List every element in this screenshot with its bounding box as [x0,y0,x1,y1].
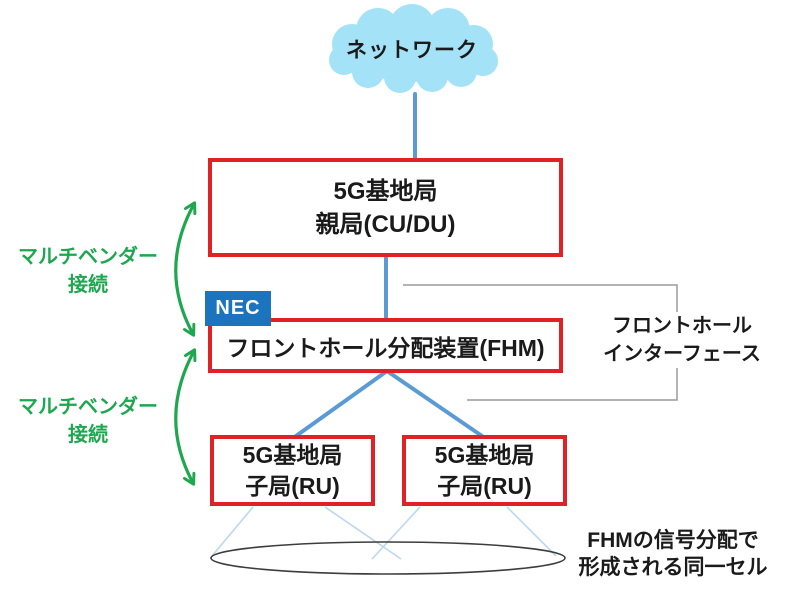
fhm-box: フロントホール分配装置(FHM) [208,318,563,373]
same-cell-line2: 形成される同一セル [578,556,768,579]
ru-left-box: 5G基地局 子局(RU) [210,435,375,506]
beam-right-outer [506,506,557,557]
beam-left-outer [211,506,254,557]
multivendor-arrow-top [174,204,194,334]
beam-right-inner [371,506,421,560]
same-cell-note: FHMの信号分配で 形成される同一セル [560,527,786,581]
cu-du-box: 5G基地局 親局(CU/DU) [208,158,563,257]
multivendor-arrow-bottom [174,351,194,483]
same-cell-line1: FHMの信号分配で [587,529,759,552]
ru-right-box: 5G基地局 子局(RU) [402,435,567,506]
nec-badge: NEC [205,291,271,326]
cu-du-line2: 親局(CU/DU) [315,210,456,238]
multivendor-top-line2: 接続 [68,274,108,296]
network-cloud-label: ネットワーク [346,39,478,62]
multivendor-note-top: マルチベンダー 接続 [5,243,171,299]
multivendor-top-line1: マルチベンダー [18,246,158,268]
ru-left-line2: 子局(RU) [245,472,340,499]
network-cloud-icon [329,4,498,93]
ru-left-line1: 5G基地局 [242,441,343,468]
ru-right-line1: 5G基地局 [434,441,535,468]
multivendor-bottom-line1: マルチベンダー [18,396,158,418]
fhm-label: フロントホール分配装置(FHM) [226,334,545,361]
link-fhm-to-ru-right [385,369,484,438]
same-cell-ellipse [210,541,566,575]
fronthaul-line2: インターフェース [603,343,761,365]
fronthaul-line1: フロントホール [612,315,752,337]
beam-left-inner [324,506,402,560]
ru-right-line2: 子局(RU) [437,472,532,499]
cu-du-line1: 5G基地局 [333,177,438,205]
fronthaul-interface-label: フロントホール インターフェース [592,312,772,368]
link-fhm-to-ru-left [294,369,389,438]
multivendor-bottom-line2: 接続 [68,424,108,446]
multivendor-note-bottom: マルチベンダー 接続 [5,393,171,449]
